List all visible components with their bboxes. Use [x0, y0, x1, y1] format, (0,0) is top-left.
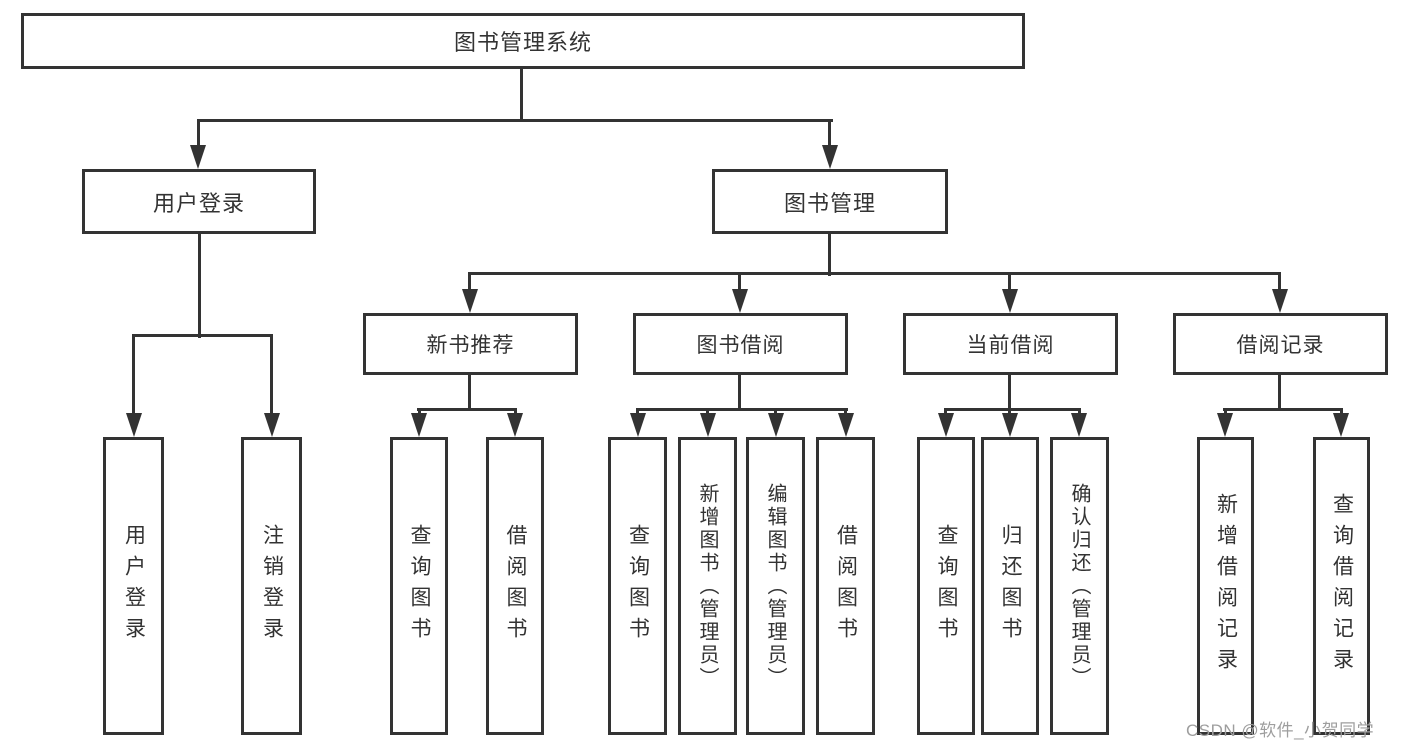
node-borrow-books-leaf: 借阅图书: [816, 437, 875, 735]
node-borrow-records: 借阅记录: [1173, 313, 1388, 375]
connector-to-borrow-records: [1278, 272, 1281, 296]
connector-groupD-rail: [1223, 408, 1343, 411]
arrowhead-login-leaf: [126, 413, 142, 437]
node-query-books-current: 查询图书: [917, 437, 975, 735]
connector-to-new-book: [468, 272, 471, 296]
connector-to-login-leaf: [132, 334, 135, 420]
arrowhead-user-login: [190, 145, 206, 169]
connector-groupB-stem: [738, 375, 741, 411]
connector-groupA-rail: [417, 408, 517, 411]
arrowhead-groupB-4: [838, 413, 854, 437]
node-return-book: 归还图书: [981, 437, 1039, 735]
connector-user-login-stem: [198, 234, 201, 338]
node-borrow-books-recommend: 借阅图书: [486, 437, 544, 735]
arrowhead-groupC-2: [1002, 413, 1018, 437]
arrowhead-book-borrow: [732, 289, 748, 313]
connector-groupC-rail: [944, 408, 1081, 411]
connector-to-logout-leaf: [270, 334, 273, 420]
node-user-login-leaf: 用户登录: [103, 437, 164, 735]
arrowhead-groupC-3: [1071, 413, 1087, 437]
arrowhead-groupD-2: [1333, 413, 1349, 437]
arrowhead-groupC-1: [938, 413, 954, 437]
connector-root-stem: [520, 69, 523, 122]
connector-to-current-borrow: [1008, 272, 1011, 296]
node-query-borrow-record: 查询借阅记录: [1313, 437, 1370, 735]
node-current-borrow: 当前借阅: [903, 313, 1118, 375]
connector-to-book-management: [828, 119, 831, 150]
node-book-management: 图书管理: [712, 169, 948, 234]
arrowhead-groupB-3: [768, 413, 784, 437]
connector-groupC-stem: [1008, 375, 1011, 411]
arrowhead-new-book: [462, 289, 478, 313]
node-new-book-recommend: 新书推荐: [363, 313, 578, 375]
node-edit-book-admin: 编辑图书（管理员）: [746, 437, 805, 735]
arrowhead-current-borrow: [1002, 289, 1018, 313]
node-query-books-recommend: 查询图书: [390, 437, 448, 735]
arrowhead-borrow-records: [1272, 289, 1288, 313]
watermark-text: CSDN @软件_小贺同学: [1186, 721, 1375, 740]
arrowhead-groupB-2: [700, 413, 716, 437]
arrowhead-groupA-2: [507, 413, 523, 437]
connector-level3-rail: [468, 272, 1281, 275]
node-add-book-admin: 新增图书（管理员）: [678, 437, 737, 735]
arrowhead-book-management: [822, 145, 838, 169]
connector-to-book-borrow: [738, 272, 741, 296]
arrowhead-groupD-1: [1217, 413, 1233, 437]
connector-to-user-login: [197, 119, 200, 150]
node-add-borrow-record: 新增借阅记录: [1197, 437, 1254, 735]
connector-level2-rail: [197, 119, 833, 122]
connector-book-management-stem: [828, 234, 831, 276]
arrowhead-groupB-1: [630, 413, 646, 437]
arrowhead-groupA-1: [411, 413, 427, 437]
node-logout-leaf: 注销登录: [241, 437, 302, 735]
node-book-borrow: 图书借阅: [633, 313, 848, 375]
arrowhead-logout-leaf: [264, 413, 280, 437]
node-confirm-return-admin: 确认归还（管理员）: [1050, 437, 1109, 735]
connector-user-login-rail: [132, 334, 273, 337]
connector-groupA-stem: [468, 375, 471, 411]
node-library-management-system: 图书管理系统: [21, 13, 1025, 69]
connector-groupB-rail: [636, 408, 848, 411]
connector-groupD-stem: [1278, 375, 1281, 411]
node-query-books-borrow: 查询图书: [608, 437, 667, 735]
node-user-login: 用户登录: [82, 169, 316, 234]
